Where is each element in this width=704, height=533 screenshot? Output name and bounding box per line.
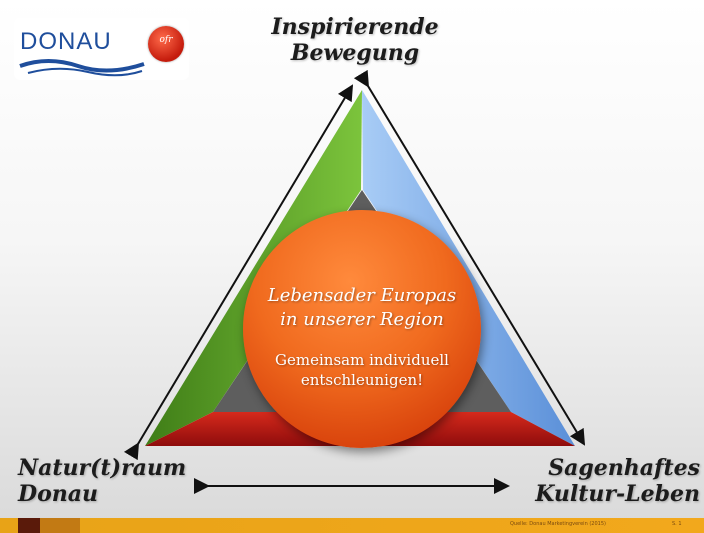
label-top: Inspirierende Bewegung: [250, 14, 460, 66]
label-top-line-1: Inspirierende: [271, 14, 439, 40]
center-title: Lebensader Europas in unserer Region: [243, 284, 481, 332]
logo-wave-icon: [19, 59, 145, 77]
footer-square-dark: [18, 518, 40, 533]
donau-logo: DONAU ofr: [14, 18, 189, 80]
label-right-line-2: Kultur-Leben: [535, 481, 700, 507]
footer-source-note: Quelle: Donau Marketingverein (2015): [510, 521, 606, 527]
center-subtitle-line-2: entschleunigen!: [300, 371, 424, 389]
center-title-line-2: in unserer Region: [280, 309, 444, 330]
logo-text: DONAU: [20, 28, 112, 55]
center-subtitle: Gemeinsam individuell entschleunigen!: [243, 350, 481, 390]
footer-bar: Quelle: Donau Marketingverein (2015) S. …: [0, 518, 704, 533]
center-title-line-1: Lebensader Europas: [267, 285, 457, 306]
footer-page-number: S. 1: [672, 521, 682, 527]
arrow-left-top: [123, 84, 354, 461]
center-circle: Lebensader Europas in unserer Region Gem…: [243, 210, 481, 448]
footer-square-light: [40, 518, 80, 533]
label-right-line-1: Sagenhaftes: [548, 455, 700, 481]
logo-badge-icon: ofr: [148, 26, 184, 62]
center-subtitle-line-1: Gemeinsam individuell: [275, 351, 449, 369]
label-top-line-2: Bewegung: [290, 40, 420, 66]
arrow-right-top: [353, 69, 586, 446]
label-right: Sagenhaftes Kultur-Leben: [500, 455, 700, 507]
label-left-line-2: Donau: [18, 481, 98, 507]
logo-badge-text: ofr: [159, 35, 173, 45]
label-left: Natur(t)raum Donau: [18, 455, 218, 507]
label-left-line-1: Natur(t)raum: [18, 455, 187, 481]
